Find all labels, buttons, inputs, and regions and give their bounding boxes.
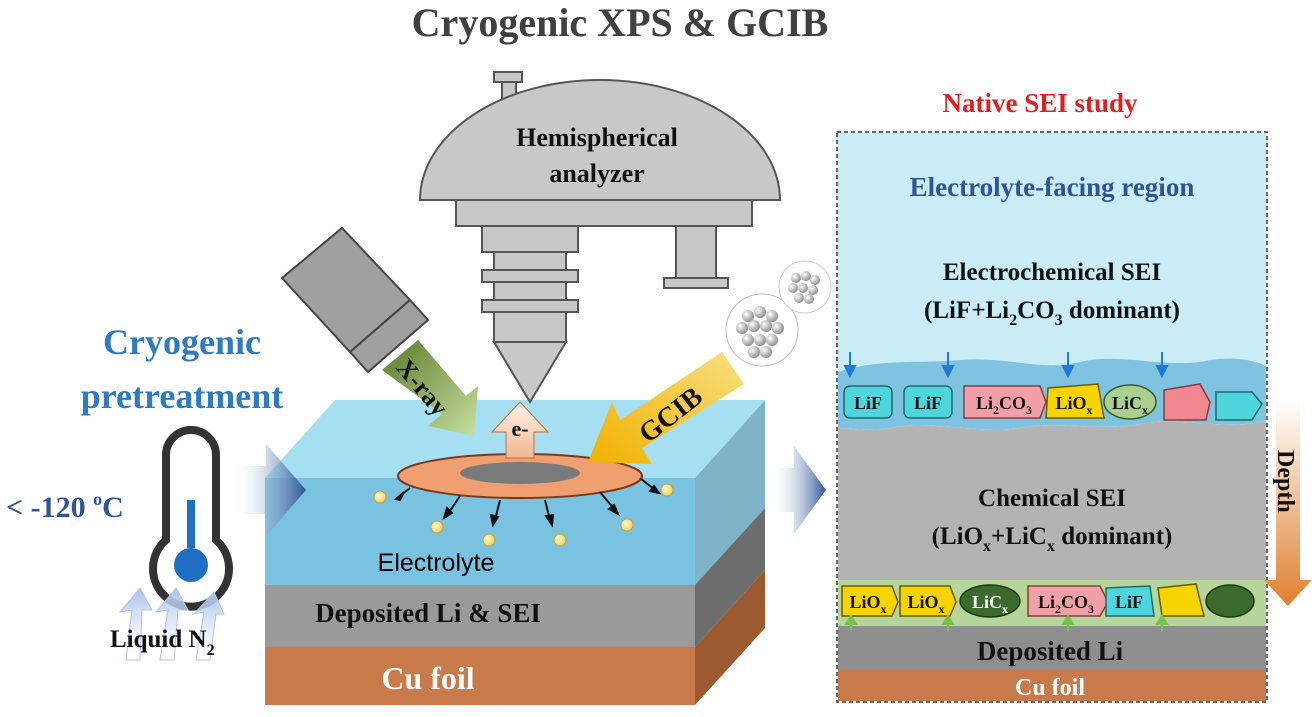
particle-lif-2	[903, 385, 953, 419]
gcib-cluster-small	[778, 260, 832, 314]
depth-label: Depth	[1272, 450, 1298, 513]
particle-label-licx: LiCx	[1112, 393, 1148, 417]
particle-liox-b1	[841, 585, 899, 617]
chemical-sei-line1: Chemical SEI	[978, 485, 1126, 512]
particle-extra-pink	[1163, 383, 1211, 421]
deposited-front	[265, 585, 695, 647]
particle-extra-green	[1205, 584, 1255, 618]
emitted-electrons	[373, 483, 674, 547]
n2-vapor-icon	[118, 587, 225, 661]
particle-li2co3	[963, 385, 1047, 419]
process-arrow-1	[232, 444, 306, 536]
particle-liox-b2	[899, 585, 957, 617]
electron-label: e-	[511, 416, 528, 441]
depth-arrow	[1264, 400, 1312, 606]
electrolyte-side	[695, 400, 765, 585]
panel-cu-foil-label: Cu foil	[1015, 675, 1085, 701]
xray-source	[280, 226, 430, 374]
particle-label-li2co3-b: Li2CO3	[1038, 592, 1094, 616]
particle-label-lif-1: LiF	[854, 393, 882, 413]
particle-label-licx-b: LiCx	[972, 592, 1008, 616]
sputter-crater	[460, 462, 580, 484]
electrochemical-sei-line1: Electrochemical SEI	[943, 259, 1161, 286]
particle-label-liox-b1: LiOx	[849, 592, 886, 616]
analyzer-label-line1: Hemispherical	[516, 123, 678, 152]
particle-label-li2co3: Li2CO3	[976, 393, 1032, 417]
cu-side	[695, 570, 765, 705]
top-particle-row	[843, 383, 1263, 421]
thermometer-icon	[149, 426, 233, 611]
gcib-cluster-large	[725, 293, 799, 367]
particle-licx-b	[959, 584, 1021, 618]
particle-label-liox: LiOx	[1055, 393, 1092, 417]
electrolyte-label: Electrolyte	[378, 549, 495, 577]
sei-heading: Native SEI study	[942, 88, 1138, 118]
pretreatment-line2: pretreatment	[81, 376, 284, 416]
particle-lif-1	[843, 385, 893, 419]
particle-extra-yellow	[1157, 583, 1205, 617]
region-label: Electrolyte-facing region	[910, 172, 1195, 202]
electrochemical-sei-line2: (LiF+Li2CO3 dominant)	[924, 297, 1180, 329]
xray-beam	[382, 340, 478, 436]
particle-label-lif-2: LiF	[914, 393, 942, 413]
cu-foil-label: Cu foil	[381, 660, 474, 696]
bottom-particle-row	[841, 583, 1255, 618]
particle-extra-cyan	[1215, 391, 1263, 421]
analyzer-label-line2: analyzer	[549, 159, 644, 188]
chemical-sei-line2: (LiOx+LiCx dominant)	[932, 523, 1173, 555]
electron-arrows	[393, 477, 662, 528]
bottom-interface-arrows	[844, 614, 1169, 632]
particle-label-liox-b2: LiOx	[907, 592, 944, 616]
particle-lif-b	[1105, 585, 1155, 617]
pretreatment-line1: Cryogenic	[103, 322, 261, 362]
particle-label-lif-b: LiF	[1115, 592, 1143, 612]
top-interface-arrows	[843, 352, 1169, 379]
cu-front	[265, 647, 695, 705]
electron-beam-arrow	[490, 401, 550, 459]
deposited-li-label: Deposited Li	[977, 636, 1124, 666]
deposited-side	[695, 508, 765, 647]
particle-licx	[1103, 384, 1157, 420]
coolant-label: Liquid N2	[110, 626, 215, 659]
page-title: Cryogenic XPS & GCIB	[412, 0, 829, 45]
particle-liox	[1045, 383, 1105, 419]
process-arrow-2	[770, 446, 826, 534]
deposited-label: Deposited Li & SEI	[315, 598, 541, 628]
temperature-label: < -120 oC	[6, 489, 124, 524]
hemispherical-analyzer	[418, 71, 782, 404]
particle-li2co3-b	[1027, 585, 1109, 617]
gcib-beam	[588, 352, 744, 464]
